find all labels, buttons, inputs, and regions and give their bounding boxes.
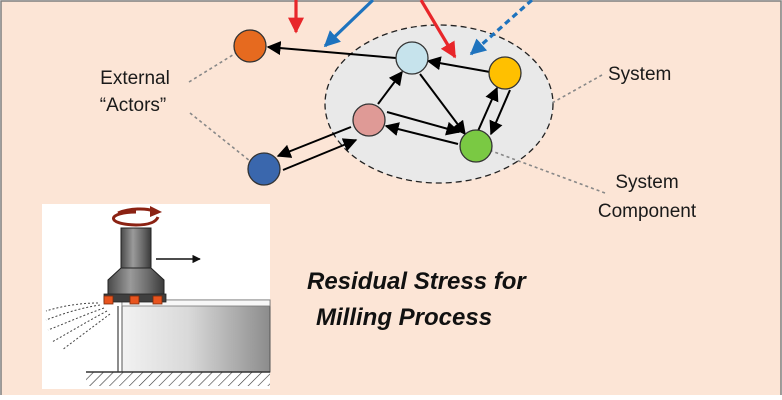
input-arrow-blue-dashed [469, 0, 534, 56]
label-actors: “Actors” [100, 95, 167, 116]
workpiece-top-surface [121, 299, 271, 307]
component-node-pink [352, 103, 386, 137]
component-node-green [459, 129, 493, 163]
leader-component [488, 149, 606, 194]
leader-lines [188, 52, 606, 194]
insert-right [152, 295, 163, 305]
external-inputs [288, 0, 534, 59]
label-system-component-line2: Component [598, 201, 697, 222]
label-external: External [100, 68, 170, 89]
actor-node-orange [233, 29, 267, 63]
insert-left [103, 295, 114, 305]
arrow-lightblue-to-orange [266, 41, 397, 59]
chip-spray [45, 302, 111, 351]
leader-actors-to-bottom-actor [189, 112, 251, 162]
arrow-pink-to-darkblue [276, 126, 352, 158]
actor-node-darkblue [247, 152, 281, 186]
caption-line1: Residual Stress for [307, 268, 527, 295]
label-system: System [608, 64, 671, 85]
label-system-component-line1: System [615, 172, 678, 193]
insert-center [129, 295, 140, 305]
rotation-arrow-icon [112, 206, 162, 227]
ground-hatch-icon [86, 372, 270, 386]
milling-illustration [42, 204, 271, 389]
milling-tool-icon [103, 227, 167, 305]
relationship-arrows [266, 41, 511, 171]
input-arrow-red-right [419, 0, 457, 59]
arrow-yellow-to-lightblue [426, 56, 491, 73]
arrow-pink-to-green [386, 111, 461, 136]
arrow-pink-to-lightblue [377, 70, 403, 105]
arrow-yellow-to-green [489, 89, 511, 136]
component-node-yellow [488, 56, 522, 90]
input-arrow-blue-left [323, 0, 375, 48]
arrow-green-to-pink [384, 122, 459, 145]
component-node-lightblue [395, 41, 429, 75]
workpiece-block [121, 299, 271, 373]
caption-line2: Milling Process [316, 304, 492, 331]
system-boundary [324, 24, 554, 184]
nodes [233, 29, 522, 186]
arrow-darkblue-to-pink [282, 138, 358, 171]
arrow-green-to-yellow [477, 86, 499, 132]
